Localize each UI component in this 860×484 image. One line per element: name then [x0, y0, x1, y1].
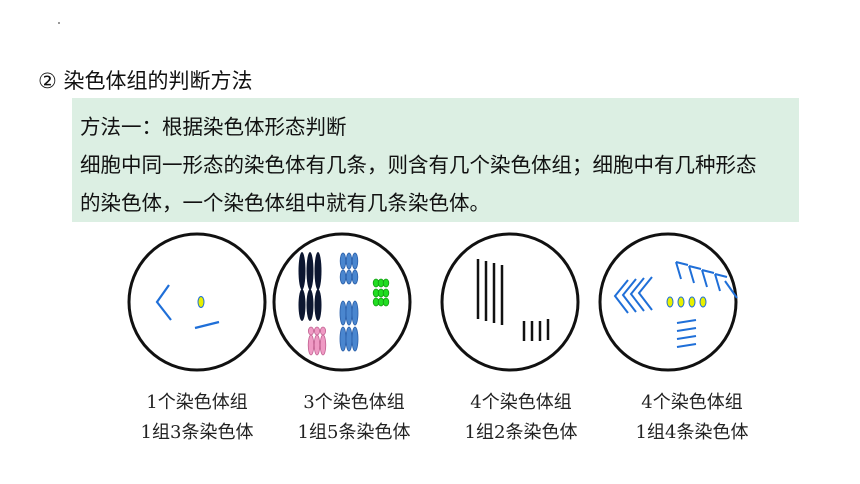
cell-1-chromosome-straight	[194, 320, 220, 330]
cell-4-membrane	[598, 232, 738, 372]
cell-1-caption-count: 1组3条染色体	[140, 422, 254, 443]
cell-3-short-chromosomes	[522, 319, 550, 341]
cell-diagram-4	[598, 232, 738, 372]
cell-3-caption-groups: 4个染色体组	[470, 392, 572, 413]
cell-1-chromosome-bent	[155, 284, 172, 321]
decorative-dot	[58, 22, 60, 24]
cell-2-green-chromosomes	[372, 278, 390, 307]
cell-4-caption-groups: 4个染色体组	[641, 392, 743, 413]
cell-4-bent-chromosomes	[613, 276, 653, 314]
method-text-line-1: 细胞中同一形态的染色体有几条，则含有几个染色体组；细胞中有几种形态	[80, 153, 757, 177]
cell-3-caption-count: 1组2条染色体	[464, 422, 578, 443]
section-heading: ② 染色体组的判断方法	[38, 69, 253, 93]
method-text-line-2: 的染色体，一个染色体组中就有几条染色体。	[80, 191, 490, 215]
cell-4-dot-chromosomes	[666, 296, 707, 308]
cell-diagram-3	[440, 232, 580, 372]
method-title: 方法一：根据染色体形态判断	[80, 115, 347, 139]
cell-diagram-2	[272, 232, 412, 372]
cell-1-chromosome-dot	[197, 296, 205, 308]
cell-4-straight-chromosomes	[676, 319, 697, 348]
cell-2-membrane	[272, 232, 412, 372]
cell-1-caption-groups: 1个染色体组	[146, 392, 248, 413]
method-box: 方法一：根据染色体形态判断 细胞中同一形态的染色体有几条，则含有几个染色体组；细…	[72, 98, 799, 222]
cell-2-blue-short-chromosomes	[339, 252, 359, 285]
cell-2-dark-chromosomes	[298, 252, 322, 321]
cell-2-caption-groups: 3个染色体组	[303, 392, 405, 413]
cell-3-long-chromosomes	[476, 259, 504, 325]
cell-diagram-1	[127, 232, 267, 372]
cell-2-caption-count: 1组5条染色体	[297, 422, 411, 443]
cell-4-hook-chromosomes	[675, 261, 738, 299]
cell-2-pink-chromosomes	[307, 326, 327, 356]
cell-4-caption-count: 1组4条染色体	[635, 422, 749, 443]
cell-1-membrane	[127, 232, 267, 372]
cell-2-blue-long-chromosomes	[339, 300, 359, 352]
cell-3-membrane	[440, 232, 580, 372]
